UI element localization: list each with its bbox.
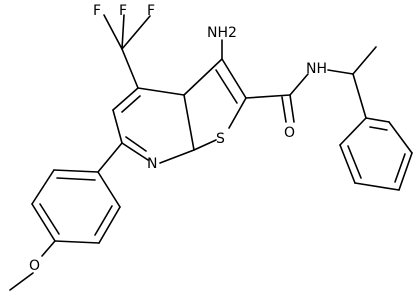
- bond-c2-carbonyl: [245, 94, 291, 99]
- bond-c5-c4-double: [121, 95, 141, 113]
- atom-o-amide: O: [284, 125, 295, 141]
- bond-carbonyl-n: [289, 73, 309, 96]
- atom-nh2: NH2: [207, 25, 237, 41]
- bond-c7a-n7: [159, 149, 195, 164]
- bond-chiral-methyl: [352, 46, 377, 75]
- bond-ph-6-double: [369, 126, 388, 131]
- bond-layer: [9, 14, 413, 291]
- bond-c3-c2-double: [215, 69, 238, 104]
- bond-mp-3-double: [39, 203, 60, 235]
- atom-label-layer: F F F NH2 S N O NH O: [29, 3, 327, 274]
- bond-c3a-c3: [183, 58, 223, 96]
- bond-mp-4: [54, 240, 100, 244]
- bond-cf3-f-mid: [121, 14, 125, 50]
- bond-s1-c7a: [193, 139, 217, 151]
- bond-ph-4-double: [394, 153, 406, 183]
- bond-c5-c4: [112, 87, 139, 111]
- bond-mp-o: [41, 240, 56, 257]
- bond-ph-5: [388, 121, 413, 154]
- bond-n7-c6: [121, 142, 149, 161]
- bond-c3a-c7a: [183, 94, 195, 151]
- bond-mp-1: [53, 169, 99, 173]
- bond-c4-cf3: [121, 48, 139, 89]
- atom-s: S: [216, 131, 225, 147]
- bond-mp-5-double: [94, 205, 113, 236]
- bond-mp-2: [31, 169, 55, 205]
- bond-c6-aryl: [97, 142, 123, 173]
- bond-n7-c6-double: [125, 136, 147, 152]
- bond-ph-2: [339, 144, 356, 184]
- bond-ph-4: [398, 152, 413, 191]
- bond-mp-5: [98, 206, 121, 244]
- bond-ph-1: [339, 117, 367, 146]
- bond-mp-1-double: [56, 177, 96, 181]
- bond-c4-c3a: [137, 87, 185, 96]
- bond-ph-6: [365, 117, 390, 123]
- bond-o-methyl: [9, 272, 34, 291]
- bond-ph-2-double: [347, 145, 362, 179]
- atom-f-left: F: [93, 3, 101, 19]
- atom-n-ring: N: [147, 156, 157, 172]
- bond-cf3-f-left: [103, 14, 123, 50]
- atom-o-methoxy: O: [29, 258, 40, 274]
- bond-c3-c2: [221, 58, 247, 99]
- bond-carbonyl-o: [289, 94, 295, 123]
- bond-cf3-f-right: [121, 15, 151, 50]
- atom-f-right: F: [147, 3, 155, 19]
- bond-mp-3: [31, 203, 56, 242]
- bond-c2-s1: [228, 97, 247, 129]
- bond-n-chiral: [327, 69, 354, 75]
- bond-c6-c5: [112, 109, 123, 144]
- atom-f-mid: F: [119, 3, 127, 19]
- bond-chiral-phenyl: [352, 73, 367, 119]
- bond-carbonyl-o-double: [281, 96, 287, 123]
- bond-ph-3: [354, 182, 400, 191]
- bond-mp-6: [97, 171, 121, 208]
- atom-nh-amide: NH: [306, 61, 327, 77]
